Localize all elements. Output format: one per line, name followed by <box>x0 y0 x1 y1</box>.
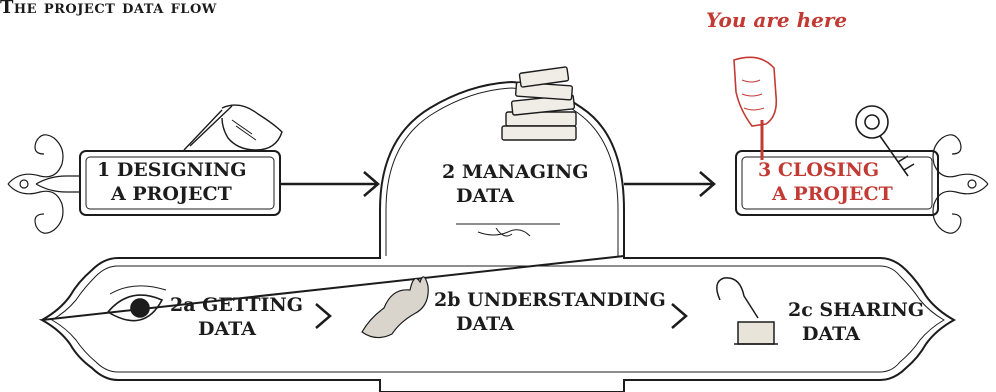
sharing-line1: 2c SHARING <box>788 299 925 321</box>
quill-hand-icon <box>183 104 283 151</box>
sharing-line2: DATA <box>802 323 861 345</box>
gramophone-icon <box>716 277 778 345</box>
closing-box <box>735 150 939 216</box>
closing-line1: 3 CLOSING <box>758 159 880 181</box>
getting-line1: 2a GETTING <box>170 294 303 316</box>
designing-line1: 1 DESIGNING <box>97 159 247 181</box>
understanding-line1: 2b UNDERSTANDING <box>434 289 666 311</box>
designing-label: 1 DESIGNING A PROJECT <box>97 158 246 206</box>
understanding-label: 2b UNDERSTANDING DATA <box>434 288 666 336</box>
closing-label: 3 CLOSING A PROJECT <box>758 158 893 206</box>
arrow-2-to-3 <box>624 171 716 197</box>
sharing-label: 2c SHARING DATA <box>788 298 924 346</box>
managing-arch-inner <box>385 87 619 256</box>
key-icon <box>855 105 915 177</box>
rabbit-shadow-icon <box>361 276 429 339</box>
divider-flourish <box>477 227 531 237</box>
managing-line2: DATA <box>456 185 515 207</box>
designing-line2: A PROJECT <box>111 183 232 205</box>
managing-label: 2 MANAGING DATA <box>442 160 588 208</box>
book-stack-icon <box>501 66 577 141</box>
managing-line1: 2 MANAGING <box>442 161 589 183</box>
arrow-1-to-2 <box>280 171 380 197</box>
managing-arch-frame <box>379 80 625 256</box>
getting-line2: DATA <box>198 318 257 340</box>
pointing-hand-icon <box>733 56 778 160</box>
bottom-banner-frame <box>38 254 957 392</box>
you-are-here-label: You are here <box>706 8 848 32</box>
arrow-2b-to-2c <box>671 303 688 329</box>
eye-icon <box>106 285 167 322</box>
left-flourish-ornament-icon <box>7 134 80 234</box>
closing-line2: A PROJECT <box>772 183 893 205</box>
page-title: The project data flow <box>0 0 217 18</box>
arrow-2a-to-2b <box>315 303 332 329</box>
right-flourish-ornament-icon <box>932 134 989 234</box>
getting-label: 2a GETTING DATA <box>170 293 303 341</box>
understanding-line2: DATA <box>456 313 515 335</box>
